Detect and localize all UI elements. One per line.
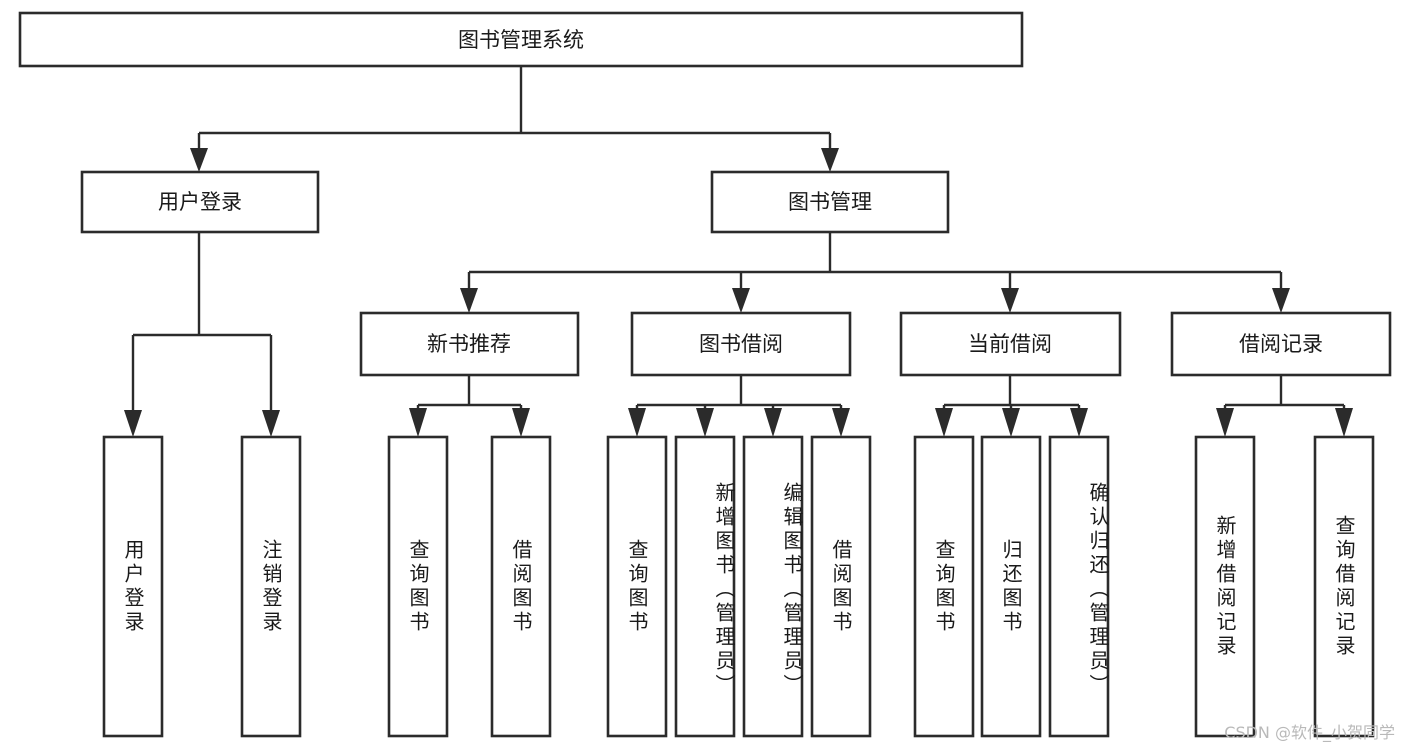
- arrowhead-leaf-query-book-1: [409, 408, 427, 437]
- arrowhead-leaf-add-record: [1216, 408, 1234, 437]
- arrowhead-leaf-return-book: [1002, 408, 1020, 437]
- node-current-borrow-label: 当前借阅: [968, 332, 1052, 356]
- node-leaf-borrow-book-2[interactable]: [810, 435, 872, 738]
- node-book-manage-label: 图书管理: [788, 190, 872, 214]
- arrowhead-leaf-query-book-2: [628, 408, 646, 437]
- node-root-label: 图书管理系统: [458, 28, 584, 52]
- arrowhead-current-borrow: [1001, 288, 1019, 313]
- node-leaf-confirm-return[interactable]: [1048, 435, 1110, 738]
- node-user-login[interactable]: [80, 170, 320, 234]
- arrowhead-leaf-add-book: [696, 408, 714, 437]
- node-leaf-logout[interactable]: [240, 435, 302, 738]
- node-leaf-query-book-1[interactable]: [387, 435, 449, 738]
- node-root[interactable]: [18, 11, 1024, 68]
- node-book-borrow[interactable]: [630, 311, 852, 377]
- node-leaf-query-book-2[interactable]: [606, 435, 668, 738]
- node-user-login-label: 用户登录: [158, 190, 242, 214]
- node-leaf-return-book[interactable]: [980, 435, 1042, 738]
- arrowhead-leaf-borrow-book-2: [832, 408, 850, 437]
- node-leaf-query-book-3[interactable]: [913, 435, 975, 738]
- node-leaf-add-book[interactable]: [674, 435, 736, 738]
- arrowhead-user-login: [190, 148, 208, 172]
- node-leaf-borrow-book-1[interactable]: [490, 435, 552, 738]
- arrowhead-leaf-borrow-book-1: [512, 408, 530, 437]
- node-book-borrow-label: 图书借阅: [699, 332, 783, 356]
- arrowhead-book-manage: [821, 148, 839, 172]
- node-borrow-record[interactable]: [1170, 311, 1392, 377]
- node-current-borrow[interactable]: [899, 311, 1122, 377]
- arrowhead-new-book-rec: [460, 288, 478, 313]
- arrowhead-leaf-logout: [262, 410, 280, 437]
- connector-layer: [124, 66, 1353, 437]
- node-new-book-rec[interactable]: [359, 311, 580, 377]
- node-leaf-query-record[interactable]: [1313, 435, 1375, 738]
- node-leaf-user-login[interactable]: [102, 435, 164, 738]
- node-layer: 图书管理系统 用户登录 图书管理 新书推荐 图书借阅 当前借阅 借阅记录: [18, 11, 1392, 738]
- arrowhead-leaf-query-book-3: [935, 408, 953, 437]
- node-book-manage[interactable]: [710, 170, 950, 234]
- node-new-book-rec-label: 新书推荐: [427, 332, 511, 356]
- arrowhead-leaf-query-record: [1335, 408, 1353, 437]
- csdn-watermark: CSDN @软件_小贺同学: [1224, 723, 1395, 742]
- arrowhead-book-borrow: [732, 288, 750, 313]
- node-leaf-add-record[interactable]: [1194, 435, 1256, 738]
- node-borrow-record-label: 借阅记录: [1239, 332, 1323, 356]
- node-leaf-edit-book[interactable]: [742, 435, 804, 738]
- arrowhead-leaf-confirm-return: [1070, 408, 1088, 437]
- arrowhead-leaf-edit-book: [764, 408, 782, 437]
- arrowhead-borrow-record: [1272, 288, 1290, 313]
- arrowhead-leaf-user-login: [124, 410, 142, 437]
